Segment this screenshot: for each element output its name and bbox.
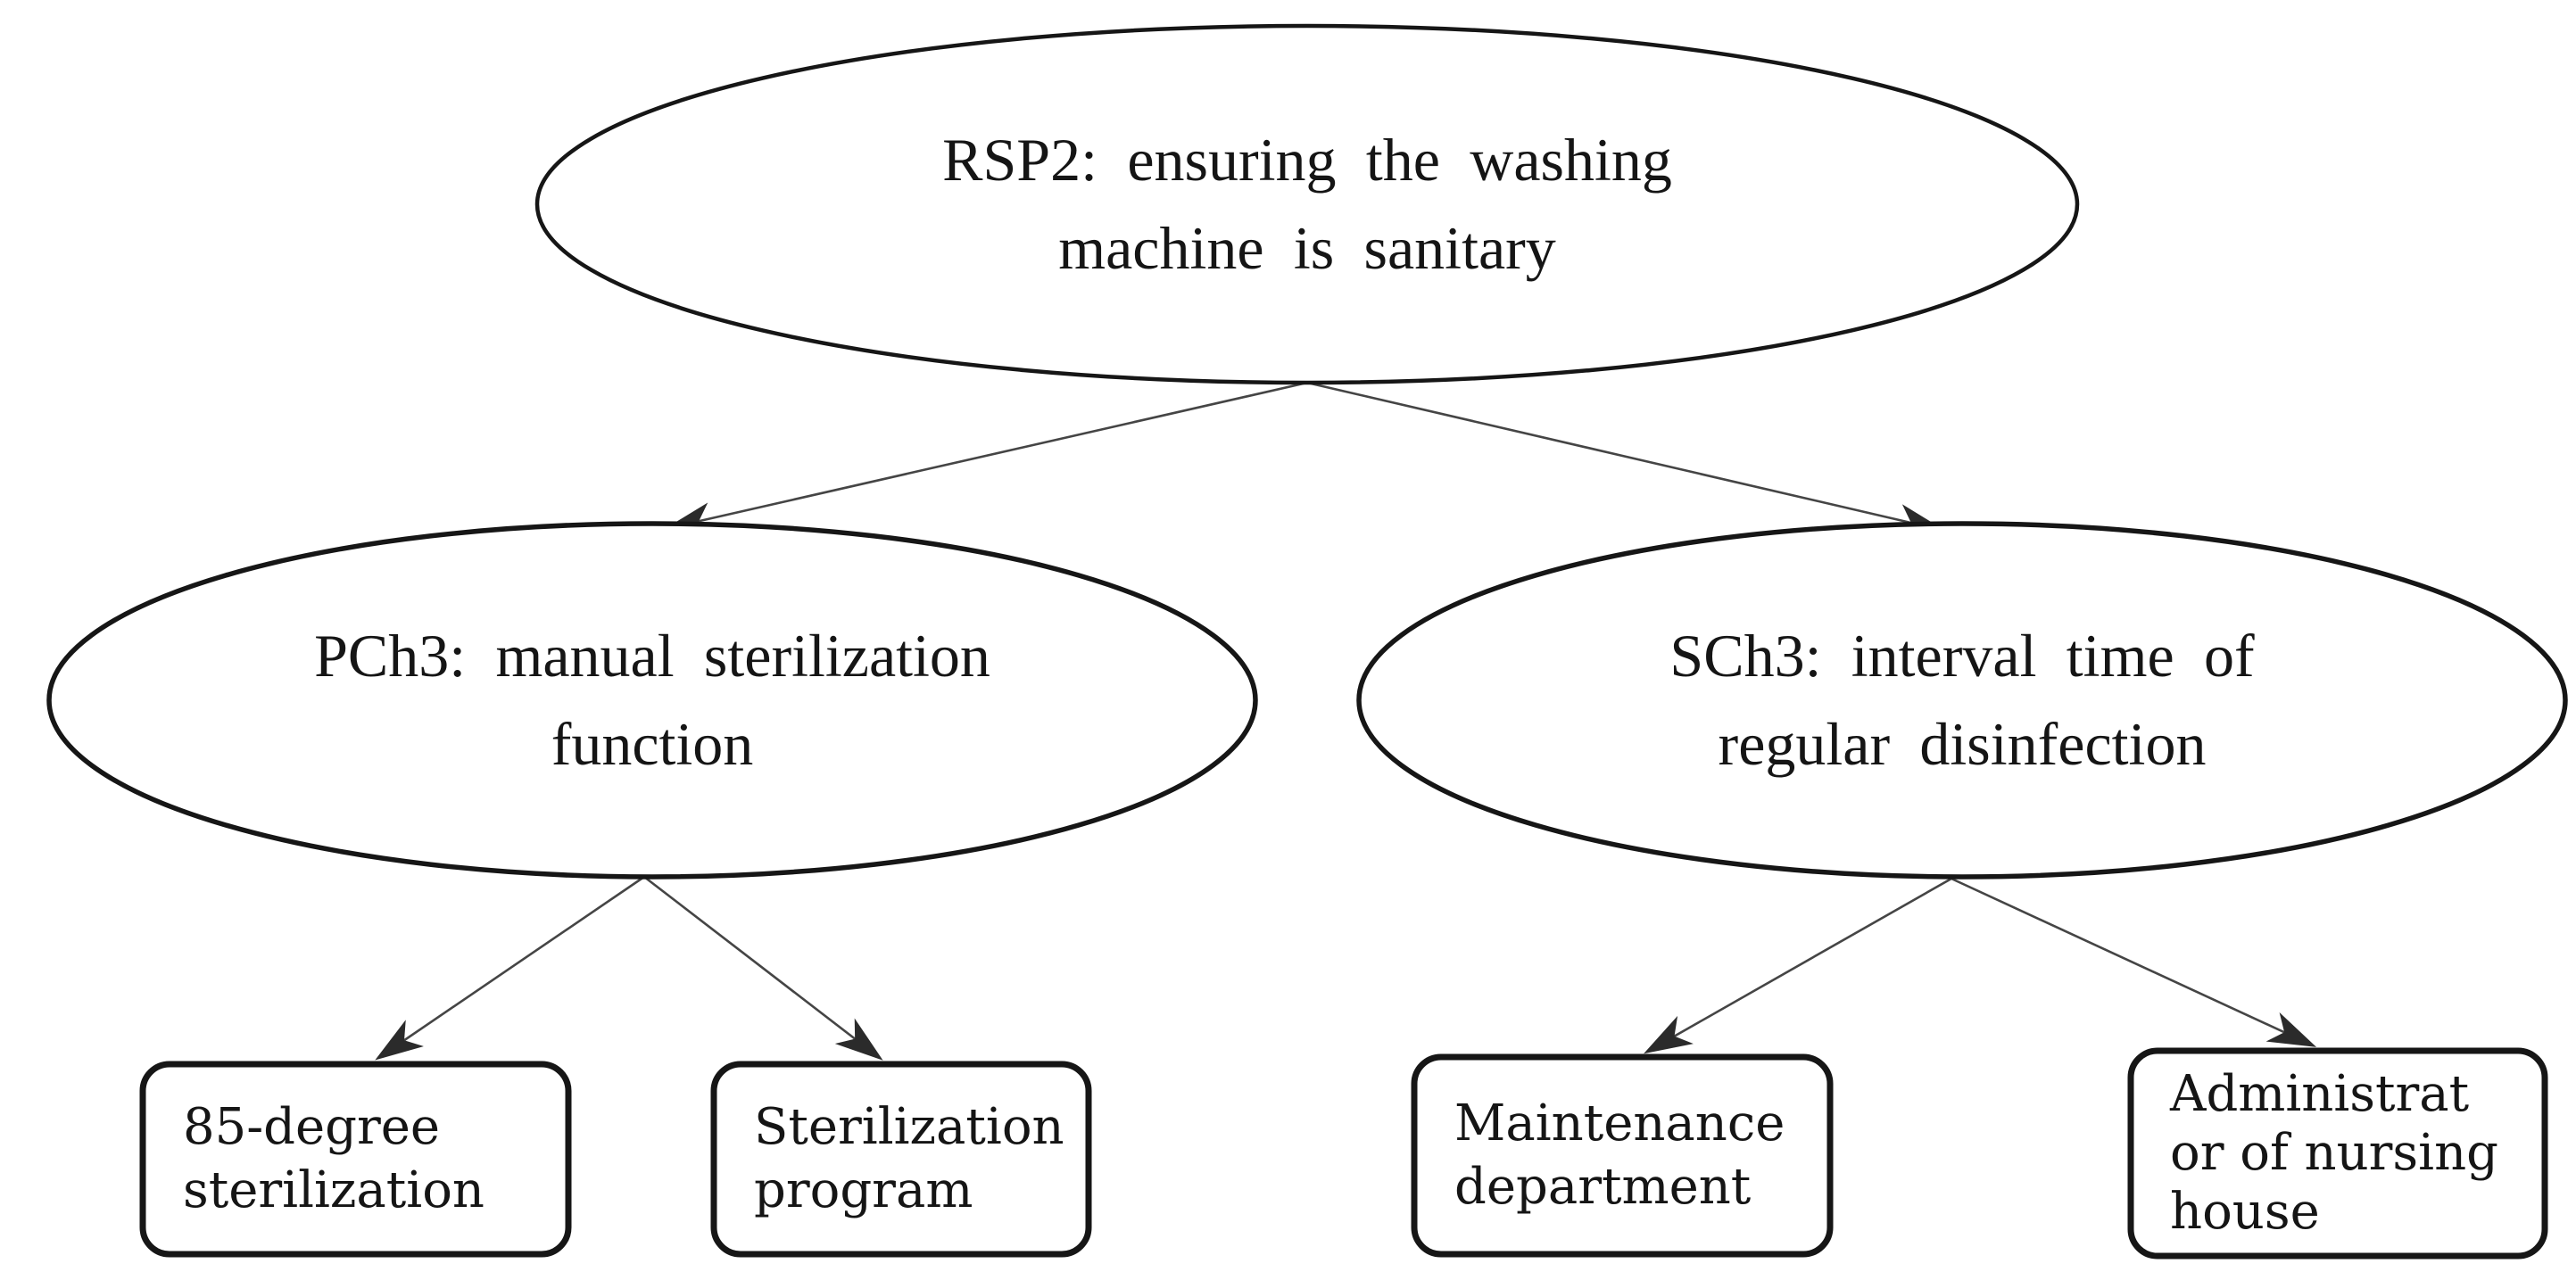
node-root-shape [534, 23, 2080, 385]
node-leaf4-shape [2127, 1047, 2548, 1260]
edge-root-to-left [664, 381, 1308, 534]
node-leaf2-shape [710, 1061, 1092, 1258]
node-leaf3-shape [1411, 1053, 1834, 1258]
edge-root-to-right [1306, 381, 1946, 536]
node-leaf1-shape [139, 1061, 572, 1258]
node-right-child-shape [1356, 521, 2568, 880]
node-left-child-shape [46, 521, 1258, 880]
edge-right-to-leaf4 [1951, 877, 2317, 1047]
edge-right-to-leaf3 [1644, 877, 1952, 1054]
edge-left-to-leaf2 [643, 875, 883, 1061]
edge-left-to-leaf1 [375, 875, 645, 1061]
